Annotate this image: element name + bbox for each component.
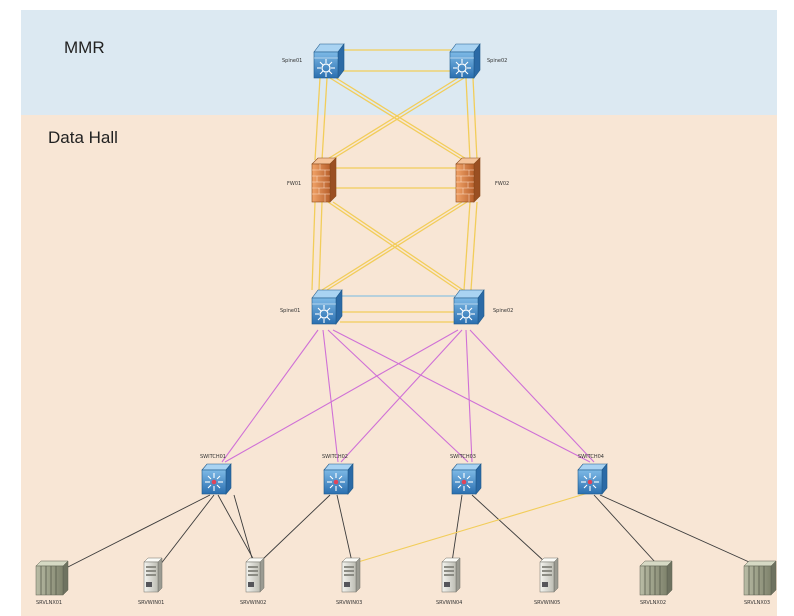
rack-server-icon: [639, 560, 673, 596]
server-icon: [539, 557, 559, 593]
hall-spine01-label: Spine01: [280, 308, 300, 314]
link-corespine02-fw02-a: [465, 77, 471, 161]
data-hall-zone: [21, 115, 777, 616]
fw01-label: FW01: [287, 181, 301, 187]
core-spine02-label: Spine02: [487, 58, 507, 64]
switch04-label: SWITCH04: [578, 454, 604, 460]
link-spine01-switch02: [322, 329, 339, 463]
switch04-node[interactable]: [577, 463, 608, 495]
switch-icon: [451, 463, 482, 495]
link-switch01-srvwin02-b: [233, 494, 253, 559]
access-links: [61, 494, 759, 571]
mmr-zone: [21, 10, 777, 115]
core-spine01-node[interactable]: [313, 43, 345, 79]
link-switch02-srvwin02: [261, 494, 331, 561]
firewall-icon: [455, 157, 481, 203]
multilayer-switch-icon: [313, 43, 345, 79]
srvwin02-node[interactable]: [245, 557, 265, 593]
link-switch04-srvlnx03: [599, 494, 759, 567]
link-switch04-srvlnx02: [593, 494, 656, 563]
srvlnx02-node[interactable]: [639, 560, 673, 596]
link-corespine02-fw01-a: [325, 77, 459, 161]
link-switch03-srvwin04: [451, 494, 463, 563]
switch03-node[interactable]: [451, 463, 482, 495]
core-uplinks: [311, 49, 478, 323]
srvwin01-label: SRVWIN01: [138, 600, 164, 606]
switch-icon: [577, 463, 608, 495]
srvwin04-node[interactable]: [441, 557, 461, 593]
srvlnx02-label: SRVLNX02: [640, 600, 666, 606]
multilayer-switch-icon: [453, 289, 485, 325]
srvwin01-node[interactable]: [143, 557, 163, 593]
switch01-label: SWITCH01: [200, 454, 226, 460]
link-switch01-srvwin01: [159, 494, 215, 566]
switch01-node[interactable]: [201, 463, 232, 495]
data-hall-zone-title: Data Hall: [48, 128, 118, 147]
srvlnx01-node[interactable]: [35, 560, 69, 596]
switch-icon: [323, 463, 354, 495]
link-spine02-switch02: [340, 329, 463, 463]
link-switch03-srvwin05: [471, 494, 546, 563]
fw02-node[interactable]: [455, 157, 481, 203]
srvlnx01-label: SRVLNX01: [36, 600, 62, 606]
link-fw02-hallspine02-b: [470, 201, 478, 291]
fw01-node[interactable]: [311, 157, 337, 203]
link-fw01-hallspine01-a: [311, 201, 316, 291]
srvwin03-label: SRVWIN03: [336, 600, 362, 606]
mmr-zone-title: MMR: [64, 38, 105, 57]
multilayer-switch-icon: [311, 289, 343, 325]
rack-server-icon: [743, 560, 777, 596]
link-fw02-hallspine02-a: [463, 201, 471, 291]
fabric-links: [221, 329, 595, 463]
switch02-label: SWITCH02: [322, 454, 348, 460]
srvwin05-node[interactable]: [539, 557, 559, 593]
server-icon: [245, 557, 265, 593]
link-spine02-switch04: [469, 329, 595, 463]
link-switch04-srvwin03: [357, 492, 589, 563]
link-switch02-srvwin03: [336, 494, 353, 563]
link-fw02-hallspine01-a: [321, 201, 463, 291]
rack-server-icon: [35, 560, 69, 596]
link-corespine01-fw02-b: [335, 77, 469, 161]
core-spine01-label: Spine01: [282, 58, 302, 64]
link-corespine01-fw01-b: [321, 77, 328, 161]
link-switch01-srvwin02: [217, 494, 256, 563]
hall-spine02-label: Spine02: [493, 308, 513, 314]
link-switch01-srvlnx01: [61, 494, 211, 571]
hall-spine02-node[interactable]: [453, 289, 485, 325]
switch03-label: SWITCH03: [450, 454, 476, 460]
link-spine01-switch03: [327, 329, 469, 463]
link-corespine02-fw02-b: [472, 77, 478, 161]
server-icon: [143, 557, 163, 593]
srvlnx03-label: SRVLNX03: [744, 600, 770, 606]
link-corespine01-fw01-a: [314, 77, 321, 161]
switch02-node[interactable]: [323, 463, 354, 495]
firewall-icon: [311, 157, 337, 203]
link-fw02-hallspine01-b: [326, 201, 468, 291]
link-corespine02-fw01-b: [330, 77, 465, 161]
fw02-label: FW02: [495, 181, 509, 187]
link-spine02-switch01: [224, 329, 459, 463]
link-spine01-switch04: [332, 329, 591, 463]
link-spine02-switch03: [465, 329, 473, 463]
link-fw01-hallspine01-b: [318, 201, 323, 291]
srvlnx03-node[interactable]: [743, 560, 777, 596]
link-spine01-switch01: [221, 329, 319, 463]
multilayer-switch-icon: [449, 43, 481, 79]
srvwin04-label: SRVWIN04: [436, 600, 462, 606]
hall-spine01-node[interactable]: [311, 289, 343, 325]
switch-icon: [201, 463, 232, 495]
server-icon: [441, 557, 461, 593]
srvwin03-node[interactable]: [341, 557, 361, 593]
server-icon: [341, 557, 361, 593]
core-spine02-node[interactable]: [449, 43, 481, 79]
srvwin02-label: SRVWIN02: [240, 600, 266, 606]
srvwin05-label: SRVWIN05: [534, 600, 560, 606]
